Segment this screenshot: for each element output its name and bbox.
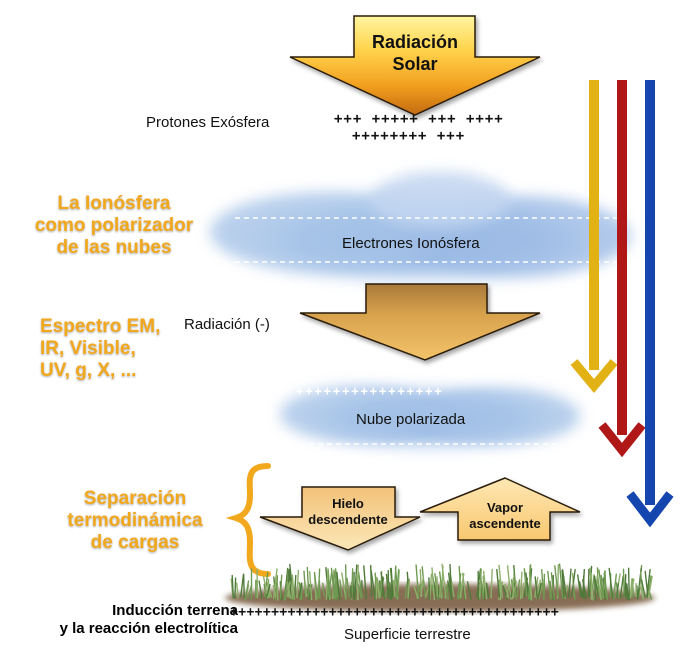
ionosphere-cloud — [210, 172, 640, 292]
red-down-arrow — [598, 80, 646, 458]
ionosphere-note: La Ionósfera como polarizador de las nub… — [34, 193, 194, 258]
spectrum-note: Espectro EM, IR, Visible, UV, g, X, ... — [40, 316, 161, 381]
exosphere-charges-row1: +++ +++++ +++ ++++ — [334, 111, 504, 127]
vapor-arrow-label: Vapor ascendente — [469, 500, 541, 531]
blue-down-arrow — [626, 80, 674, 528]
radiation-label: Radiación (-) — [184, 316, 270, 333]
ice-descending-arrow — [259, 486, 421, 551]
polarized-cloud-charges: ++++++++++++++++ — [296, 384, 444, 398]
induction-note: Inducción terrena y la reacción electrol… — [59, 602, 238, 637]
ground-charges: ++++++++++++++++++++++++++++++++++++++++ — [230, 605, 560, 620]
vapor-ascending-arrow — [419, 477, 581, 541]
radiation-arrow — [299, 283, 541, 361]
solar-radiation-arrow — [289, 15, 541, 116]
ground-surface-label: Superficie terrestre — [344, 626, 471, 643]
grass-ground — [225, 563, 655, 612]
yellow-down-arrow — [570, 80, 618, 394]
exosphere-charges-row2: ++++++++ +++ — [352, 128, 466, 144]
polarized-cloud-label: Nube polarizada — [356, 411, 466, 428]
curly-brace — [225, 463, 271, 577]
polarized-cloud — [280, 380, 580, 456]
solar-radiation-title: Radiación Solar — [371, 32, 459, 74]
exosphere-protons-label: Protones Exósfera — [146, 114, 270, 131]
separation-note: Separación termodinámica de cargas — [67, 488, 203, 553]
ice-arrow-label: Hielo descendente — [308, 496, 388, 527]
ionosphere-electrons-label: Electrones Ionósfera — [342, 235, 480, 252]
